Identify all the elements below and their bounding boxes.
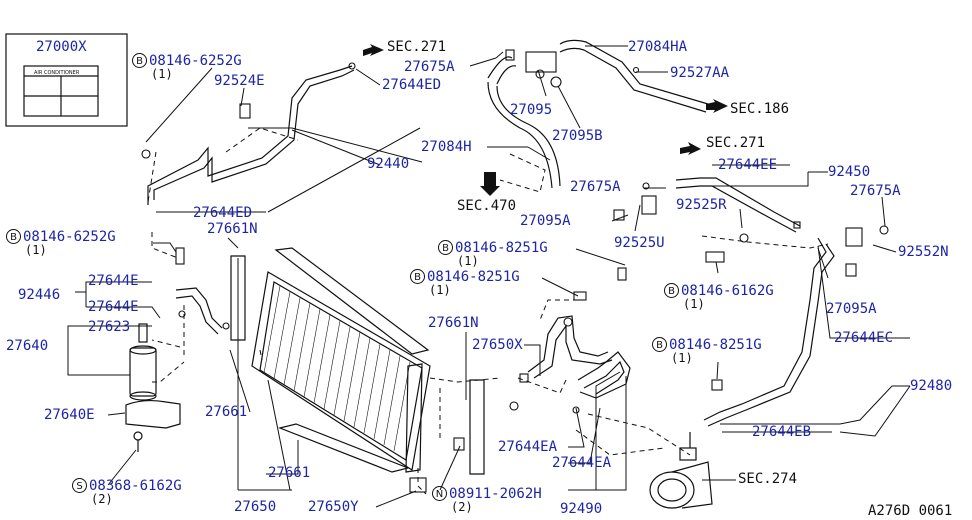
receiver-drier: [125, 323, 181, 452]
part-27084H: 27084H: [421, 139, 472, 155]
marker-b-3: B: [438, 240, 453, 255]
part-27650: 27650: [234, 499, 277, 515]
part-27644ED-top: 27644ED: [382, 77, 442, 93]
marker-b-5: B: [664, 283, 679, 298]
dashed-lines: [147, 127, 829, 495]
part-27661N-mid: 27661N: [428, 315, 479, 331]
marker-n: N: [432, 486, 447, 501]
bolts: [141, 49, 889, 493]
seals: [230, 255, 485, 475]
part-27661-a: 27661: [205, 404, 248, 420]
qty-1-f: (1): [671, 351, 693, 365]
part-27675A-top: 27675A: [404, 59, 455, 75]
part-27661-b: 27661: [268, 465, 311, 481]
part-27644EC: 27644EC: [834, 330, 894, 346]
part-92480: 92480: [910, 378, 953, 394]
part-27095A-right: 27095A: [826, 301, 877, 317]
part-92440: 92440: [367, 156, 410, 172]
part-08368-6162G: 08368-6162G: [89, 478, 182, 494]
qty-2-b: (2): [451, 500, 473, 514]
compressor: [649, 432, 713, 509]
part-27650Y: 27650Y: [308, 499, 359, 515]
part-08146-6162G: 08146-6162G: [681, 283, 774, 299]
part-27095B: 27095B: [552, 128, 603, 144]
pipes: [147, 39, 835, 427]
ac-label-text: AIR CONDITIONER: [34, 70, 80, 76]
part-27661N-left: 27661N: [207, 221, 258, 237]
diagram-code: A276D 0061: [868, 503, 953, 519]
part-92524E: 92524E: [214, 73, 265, 89]
part-92525U: 92525U: [614, 235, 665, 251]
sec-271-mid: SEC.271: [706, 135, 766, 151]
qty-1-b: (1): [25, 243, 47, 257]
sec-470: SEC.470: [457, 198, 517, 214]
marker-b-2: B: [6, 229, 21, 244]
marker-b-1: B: [132, 53, 147, 68]
part-08911-2062H: 08911-2062H: [449, 486, 542, 502]
part-27644E-b: 27644E: [88, 299, 139, 315]
qty-1-d: (1): [429, 283, 451, 297]
part-08146-6252G-b: 08146-6252G: [23, 229, 116, 245]
part-27644EA-a: 27644EA: [498, 439, 558, 455]
marker-s: S: [72, 478, 87, 493]
part-08146-8251G-c: 08146-8251G: [669, 337, 762, 353]
marker-b-6: B: [652, 337, 667, 352]
ac-label-box: [5, 33, 128, 127]
part-92552N: 92552N: [898, 244, 949, 260]
part-27644E-a: 27644E: [88, 273, 139, 289]
qty-1-e: (1): [683, 297, 705, 311]
condenser: [251, 247, 431, 473]
sec-274: SEC.274: [738, 471, 798, 487]
part-27640E: 27640E: [44, 407, 95, 423]
part-08146-6252G-a: 08146-6252G: [149, 53, 242, 69]
part-27084HA: 27084HA: [628, 39, 688, 55]
marker-b-4: B: [410, 269, 425, 284]
part-27095: 27095: [510, 102, 553, 118]
part-92525R: 92525R: [676, 197, 727, 213]
qty-1-c: (1): [457, 254, 479, 268]
part-27095A-mid: 27095A: [520, 213, 571, 229]
part-27623: 27623: [88, 319, 131, 335]
part-27675A-right: 27675A: [850, 183, 901, 199]
part-92450: 92450: [828, 164, 871, 180]
part-08146-8251G-a: 08146-8251G: [455, 240, 548, 256]
part-27644EA-b: 27644EA: [552, 455, 612, 471]
part-92446: 92446: [18, 287, 61, 303]
part-27675A-mid: 27675A: [570, 179, 621, 195]
qty-2-a: (2): [91, 492, 113, 506]
part-27644EB: 27644EB: [752, 424, 812, 440]
part-27644EE: 27644EE: [718, 157, 778, 173]
part-92490: 92490: [560, 501, 603, 517]
part-27000X: 27000X: [36, 39, 87, 55]
sec-271-top: SEC.271: [387, 39, 447, 55]
part-92527AA: 92527AA: [670, 65, 730, 81]
qty-1-a: (1): [151, 67, 173, 81]
arrows: [363, 44, 728, 196]
sec-186: SEC.186: [730, 101, 790, 117]
part-27640: 27640: [6, 338, 49, 354]
part-08146-8251G-b: 08146-8251G: [427, 269, 520, 285]
part-27650X: 27650X: [472, 337, 523, 353]
part-27644ED-mid: 27644ED: [193, 205, 253, 221]
